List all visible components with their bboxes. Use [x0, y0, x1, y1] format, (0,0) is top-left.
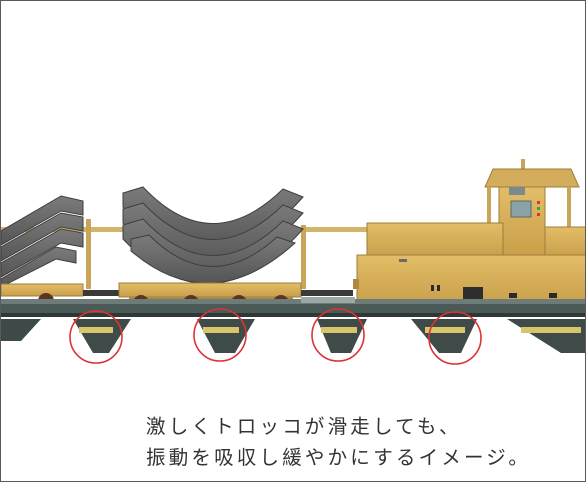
highlight-circle-2	[193, 308, 247, 362]
sleepers	[1, 319, 585, 353]
sleeper-4	[317, 319, 367, 353]
rail-track	[1, 297, 585, 317]
caption-line-2: 振動を吸収し緩やかにするイメージ。	[146, 446, 532, 469]
sleeper-2	[73, 319, 131, 353]
sleeper-1	[1, 319, 41, 341]
sleeper-5	[411, 319, 477, 353]
sleeper-3	[197, 319, 255, 353]
highlight-circle-1	[69, 310, 123, 364]
highlight-circle-4	[428, 311, 482, 365]
caption-line-1: 激しくトロッコが滑走しても、	[146, 415, 462, 438]
highlight-circle-3	[311, 308, 365, 362]
tunnel-segments-left	[1, 195, 84, 288]
tunnel-segments-center	[122, 186, 304, 284]
locomotive	[353, 159, 585, 306]
sleeper-6	[507, 319, 585, 353]
caption: 激しくトロッコが滑走しても、 振動を吸収し緩やかにするイメージ。	[146, 411, 585, 473]
highlight-circles	[69, 308, 482, 365]
